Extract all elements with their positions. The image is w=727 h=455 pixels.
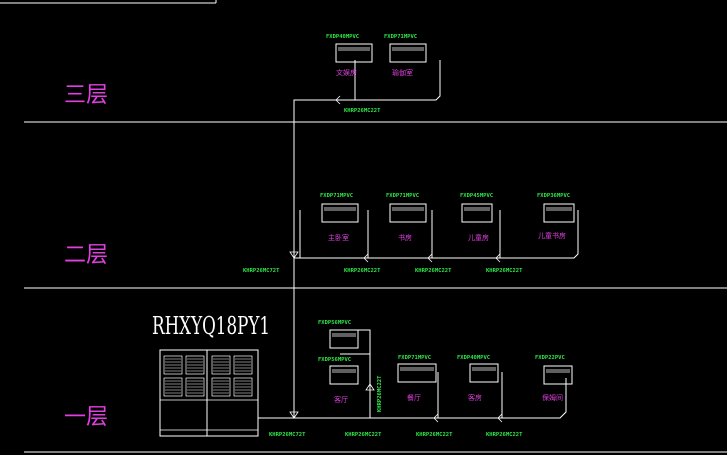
indoor-unit-body [329, 365, 359, 385]
fan-grille [163, 377, 183, 397]
indoor-unit-model: FXDP45MPVC [460, 193, 493, 199]
indoor-units: FXDP40MPVC文娱房FXDP71MPVC瑜伽室FXDP71MPVC主卧室F… [318, 34, 575, 404]
indoor-unit-model: FXDP40MPVC [326, 34, 359, 40]
joint-label: KHRP26MC22T [344, 108, 381, 114]
fan-grille [185, 377, 205, 397]
indoor-unit-model: FXDP36MPVC [537, 193, 570, 199]
floor-label-1: 一层 [64, 405, 108, 430]
indoor-unit: FXDP56MPVC [318, 320, 359, 349]
indoor-unit-body [329, 329, 359, 349]
joint-markers [289, 95, 503, 423]
fan-grille [185, 355, 205, 375]
indoor-unit-model: FXDP71MPVC [384, 34, 417, 40]
indoor-unit-model: FXDP71MPVC [398, 355, 431, 361]
indoor-unit-room: 客厅 [334, 395, 348, 404]
indoor-unit-model: FXDP56MPVC [318, 357, 351, 363]
pipework [258, 60, 579, 419]
indoor-unit-model: FXDP22PVC [535, 355, 565, 361]
indoor-unit-body [543, 203, 575, 223]
indoor-unit: FXDP36MPVC 儿童书房 [537, 193, 575, 240]
indoor-unit-model: FXDP56MPVC [318, 320, 351, 326]
indoor-unit-room: 主卧室 [328, 233, 349, 242]
fan-grille [163, 355, 183, 375]
floor-label-3: 三层 [64, 83, 108, 108]
fan-grille [211, 377, 231, 397]
joint-label: KHRP26MC22T [344, 268, 381, 274]
indoor-unit-body [461, 203, 493, 223]
indoor-unit-room: 儿童书房 [538, 231, 566, 240]
indoor-unit: FXDP71MPVC 瑜伽室 [384, 34, 427, 77]
joint-label: KHRP26MC22T [486, 432, 523, 438]
joint-label: KHRP26MC72T [243, 268, 280, 274]
indoor-unit-body [389, 43, 427, 63]
indoor-unit-body [335, 43, 373, 63]
joint-label: KHRP26MC22T [345, 432, 382, 438]
indoor-unit: FXDP71MPVC 餐厅 [397, 355, 437, 402]
floor-label-2: 二层 [64, 243, 108, 268]
indoor-unit-room: 瑜伽室 [392, 68, 413, 77]
fan-grille [233, 377, 253, 397]
indoor-unit: FXDP40MPVC 客房 [457, 355, 499, 402]
indoor-unit: FXDP71MPVC 主卧室 [320, 193, 359, 242]
indoor-unit-model: FXDP40MPVC [457, 355, 490, 361]
outdoor-unit-model: RHXYQ18PY1 [152, 312, 270, 340]
joint-label: KHRP26MC22T [415, 268, 452, 274]
joint-label: KHRP26MC22T [486, 268, 523, 274]
indoor-unit: FXDP22PVC 保姆间 [535, 355, 573, 402]
indoor-unit-room: 儿童房 [468, 233, 489, 242]
indoor-unit: FXDP71MPVC 书房 [386, 193, 427, 242]
indoor-unit-room: 餐厅 [407, 393, 421, 402]
outdoor-unit [159, 349, 259, 437]
indoor-unit-body [321, 203, 359, 223]
indoor-unit: FXDP40MPVC 文娱房 [326, 34, 373, 77]
indoor-unit-room: 文娱房 [336, 68, 357, 77]
joint-label: KHRP26MC72T [269, 432, 306, 438]
indoor-unit-body [543, 365, 573, 385]
indoor-unit-body [389, 203, 427, 223]
indoor-unit-body [469, 363, 499, 383]
joint-labels: KHRP26MC22T KHRP26MC72T KHRP26MC22T KHRP… [243, 108, 523, 438]
indoor-unit-room: 书房 [398, 233, 412, 242]
indoor-unit-room: 客房 [468, 393, 482, 402]
joint-label-vertical: KHRP26MC22T [377, 375, 383, 412]
indoor-unit-model: FXDP71MPVC [320, 193, 353, 199]
indoor-unit-room: 保姆间 [542, 393, 563, 402]
indoor-unit: FXDP56MPVC 客厅 [318, 357, 359, 404]
indoor-unit-body [397, 363, 437, 383]
joint-label: KHRP26MC22T [416, 432, 453, 438]
indoor-unit: FXDP45MPVC 儿童房 [460, 193, 493, 242]
fan-grille [233, 355, 253, 375]
fan-grille [211, 355, 231, 375]
indoor-unit-model: FXDP71MPVC [386, 193, 419, 199]
